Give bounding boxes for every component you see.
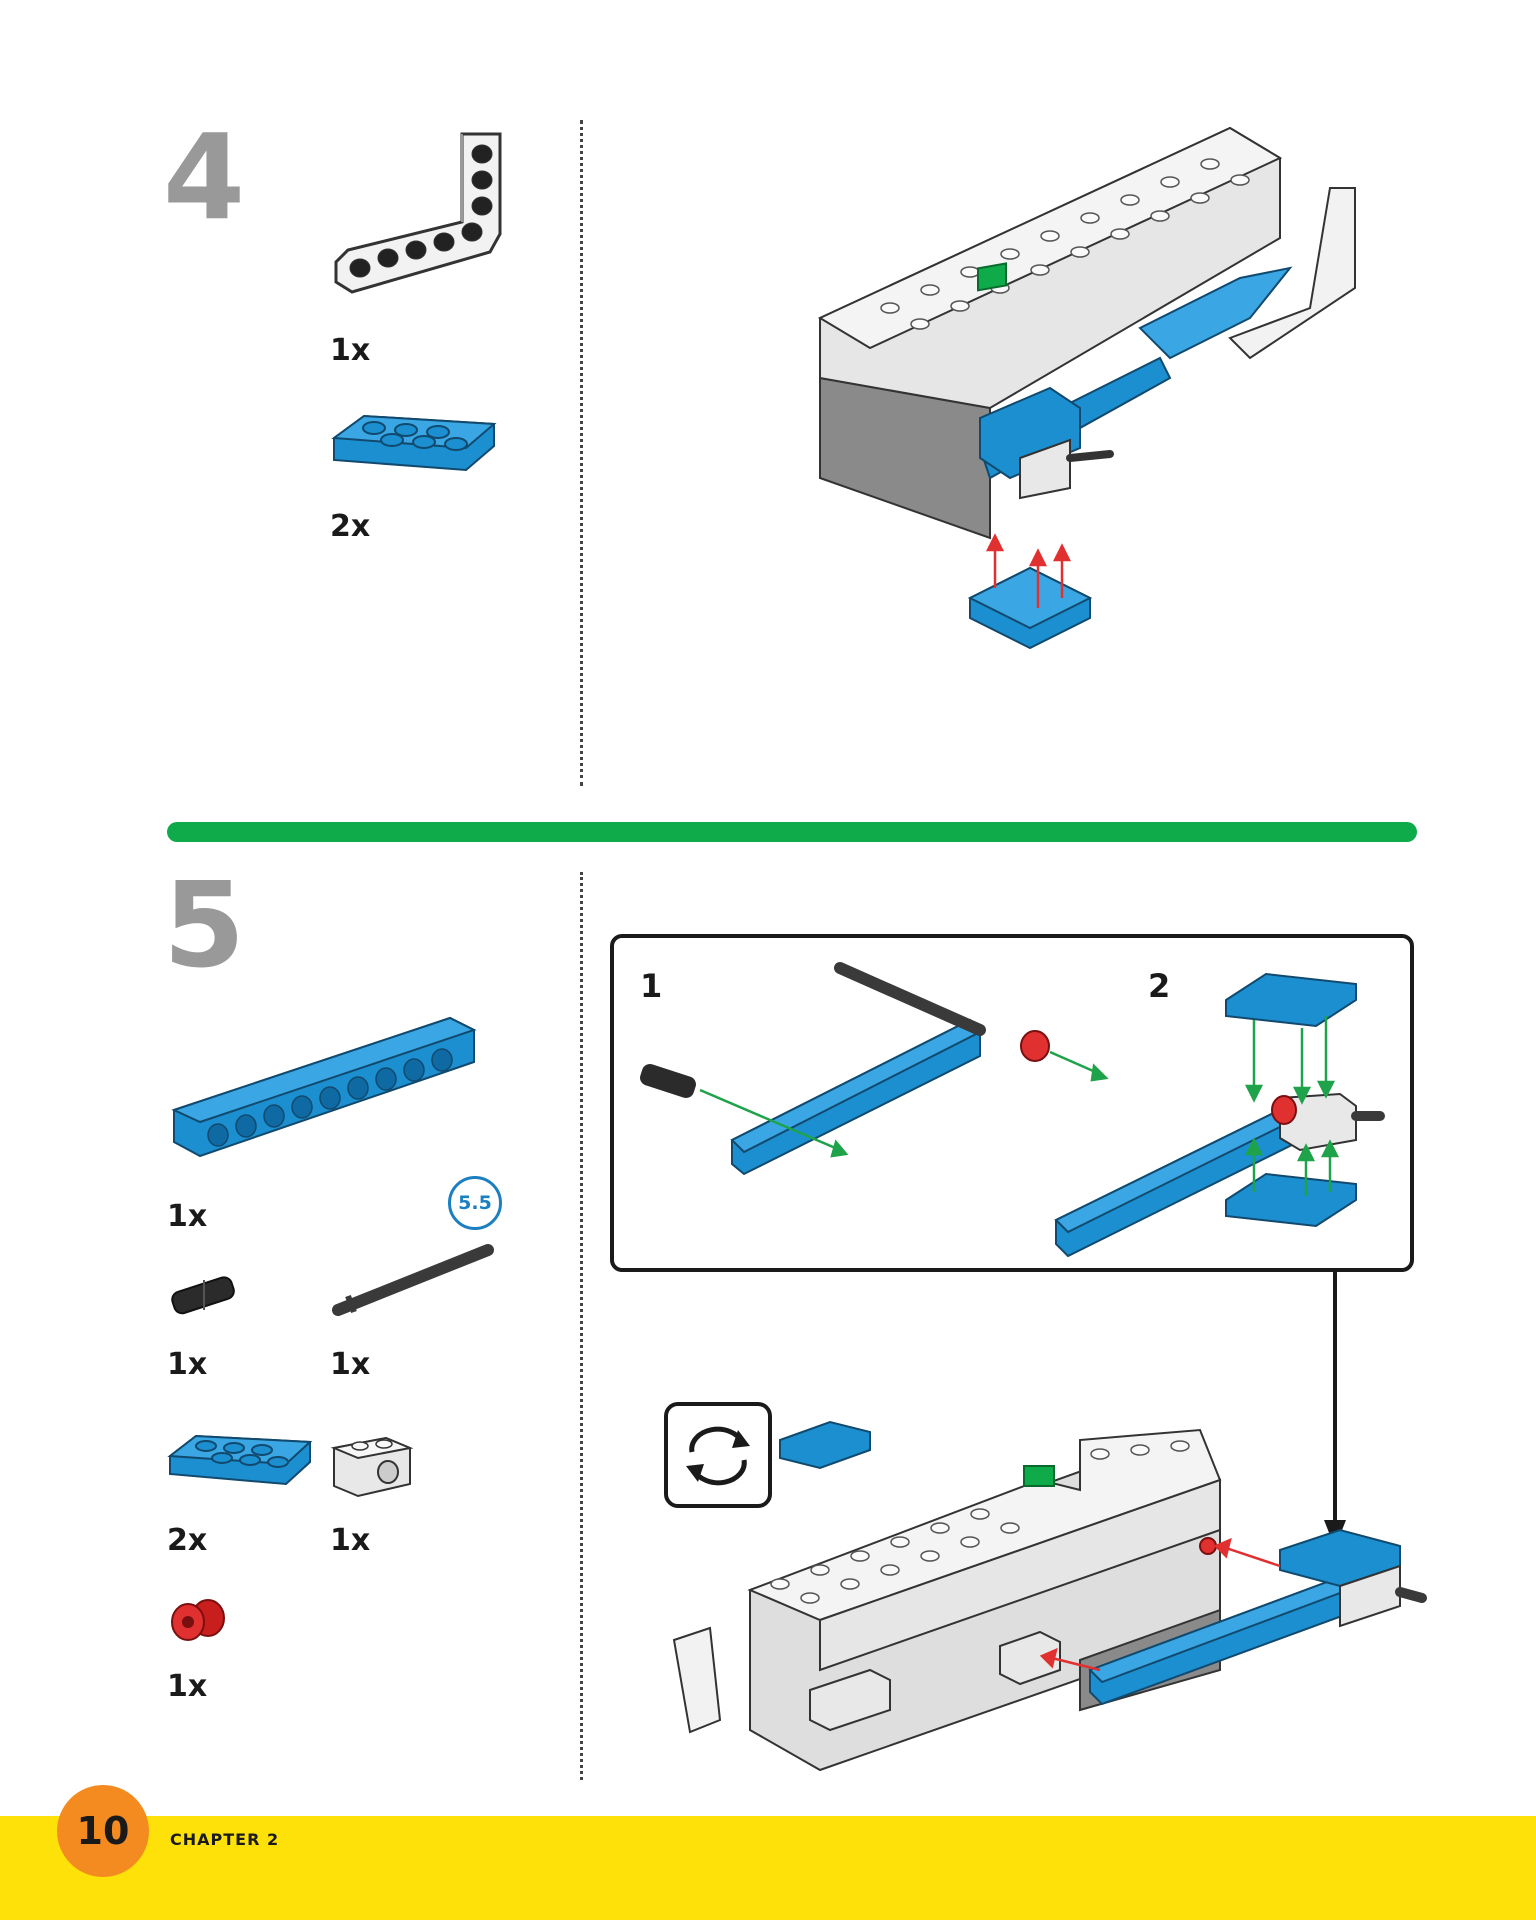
step5-qty-bush: 1x	[167, 1669, 208, 1704]
axle-length-badge: 5.5	[448, 1176, 502, 1230]
l-liftarm-part	[334, 132, 502, 294]
substep-callout-box	[610, 934, 1414, 1272]
step5-qty-peg: 1x	[167, 1347, 208, 1382]
step5-divider	[580, 872, 583, 1780]
substep-2-illustration	[1054, 972, 1385, 1258]
page-footer	[0, 1816, 1536, 1920]
connector-peg-part	[171, 1276, 235, 1315]
step5-qty-technic-brick: 1x	[330, 1523, 371, 1558]
step5-qty-axle: 1x	[330, 1347, 371, 1382]
plate-2x3-part-step5	[167, 1434, 313, 1486]
step5-qty-plate: 2x	[167, 1523, 208, 1558]
substep-1-illustration	[640, 962, 1109, 1176]
substep-number-1: 1	[640, 967, 663, 1005]
step5-assembly-illustration	[672, 1420, 1427, 1772]
technic-beam-1x10-part	[171, 1016, 477, 1158]
chapter-label: CHAPTER 2	[170, 1830, 280, 1849]
axle-part	[332, 1244, 494, 1316]
step4-assembly-illustration	[817, 126, 1356, 650]
rotate-arrows-icon	[686, 1426, 750, 1486]
step-number-5: 5	[163, 856, 245, 994]
step4-qty-plate: 2x	[330, 509, 371, 544]
step4-qty-liftarm: 1x	[330, 333, 371, 368]
substep-number-2: 2	[1148, 967, 1171, 1005]
step4-divider	[580, 120, 583, 786]
technic-brick-1x2-part	[330, 1436, 414, 1498]
bush-part	[171, 1599, 225, 1641]
section-divider-bar	[167, 822, 1417, 842]
step5-qty-beam: 1x	[167, 1199, 208, 1234]
step-number-4: 4	[163, 108, 245, 246]
rotate-model-icon-box	[664, 1402, 772, 1508]
page-number: 10	[57, 1785, 149, 1877]
plate-2x3-part	[331, 414, 497, 472]
